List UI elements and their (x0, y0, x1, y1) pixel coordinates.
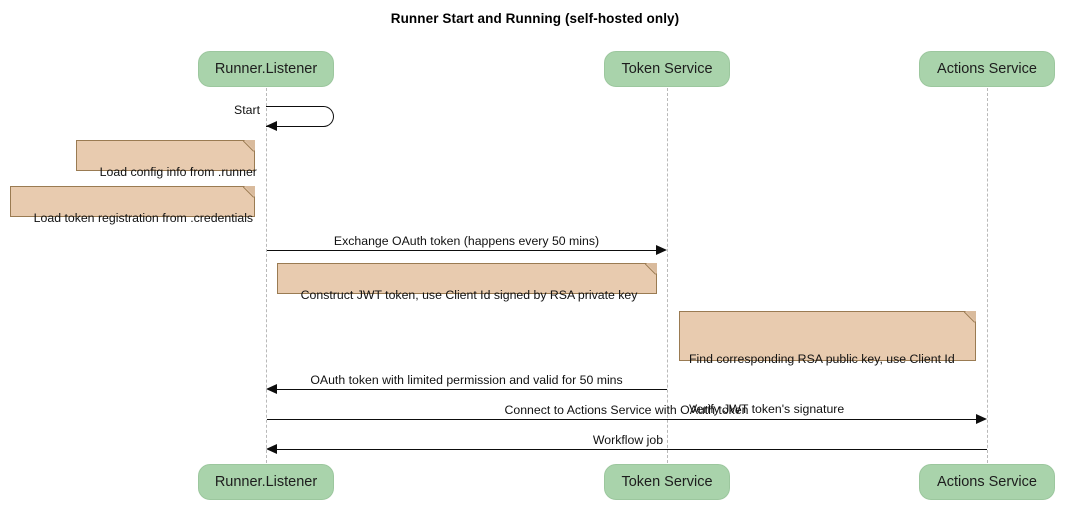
note-fold-edge-icon (243, 186, 255, 198)
lifeline-actions (987, 88, 988, 463)
note-construct-jwt-token: Construct JWT token, use Client Id signe… (277, 263, 657, 302)
participant-label: Runner.Listener (214, 61, 318, 77)
participant-actions-service-bottom[interactable]: Actions Service (919, 464, 1055, 500)
participant-label: Token Service (621, 474, 713, 490)
lifeline-token (667, 88, 668, 463)
message-workflow-job-arrowhead (266, 444, 277, 454)
participant-label: Runner.Listener (214, 474, 318, 490)
self-message-start-label: Start (234, 103, 260, 117)
message-workflow-job-label: Workflow job (592, 433, 664, 447)
participant-label: Token Service (621, 61, 713, 77)
participant-label: Actions Service (937, 474, 1037, 490)
page-title: Runner Start and Running (self-hosted on… (390, 11, 680, 26)
message-exchange-oauth-token-arrowhead (656, 245, 667, 255)
participant-actions-service-top[interactable]: Actions Service (919, 51, 1055, 87)
self-message-start-arrowhead (266, 121, 277, 131)
participant-label: Actions Service (937, 61, 1037, 77)
note-load-token-registration: Load token registration from .credential… (10, 186, 255, 225)
message-oauth-token-returned-arrowhead (266, 384, 277, 394)
message-oauth-token-returned-label: OAuth token with limited permission and … (310, 373, 623, 387)
note-text: Construct JWT token, use Client Id signe… (300, 287, 638, 302)
message-connect-to-actions-service-line (267, 419, 976, 420)
participant-token-service-top[interactable]: Token Service (604, 51, 730, 87)
note-find-rsa-public-key: Find corresponding RSA public key, use C… (679, 311, 976, 416)
message-connect-to-actions-service-label: Connect to Actions Service with OAuth to… (504, 403, 749, 417)
note-text-line-2: Verify JWT token's signature (689, 401, 845, 416)
participant-runner-listener-bottom[interactable]: Runner.Listener (198, 464, 334, 500)
message-connect-to-actions-service-arrowhead (976, 414, 987, 424)
note-load-config: Load config info from .runner (76, 140, 257, 179)
note-text: Load token registration from .credential… (33, 210, 254, 225)
message-workflow-job-line (277, 449, 987, 450)
message-exchange-oauth-token-line (267, 250, 656, 251)
note-fold-edge-icon (645, 263, 657, 275)
participant-runner-listener-top[interactable]: Runner.Listener (198, 51, 334, 87)
message-oauth-token-returned-line (277, 389, 667, 390)
self-message-start-loop (266, 106, 334, 127)
note-fold-edge-icon (243, 140, 255, 152)
note-text-line-1: Find corresponding RSA public key, use C… (689, 352, 955, 366)
note-fold-edge-icon (964, 311, 976, 323)
lifeline-runner (266, 88, 267, 463)
message-exchange-oauth-token-label: Exchange OAuth token (happens every 50 m… (333, 234, 600, 248)
note-text: Load config info from .runner (99, 164, 257, 179)
participant-token-service-bottom[interactable]: Token Service (604, 464, 730, 500)
